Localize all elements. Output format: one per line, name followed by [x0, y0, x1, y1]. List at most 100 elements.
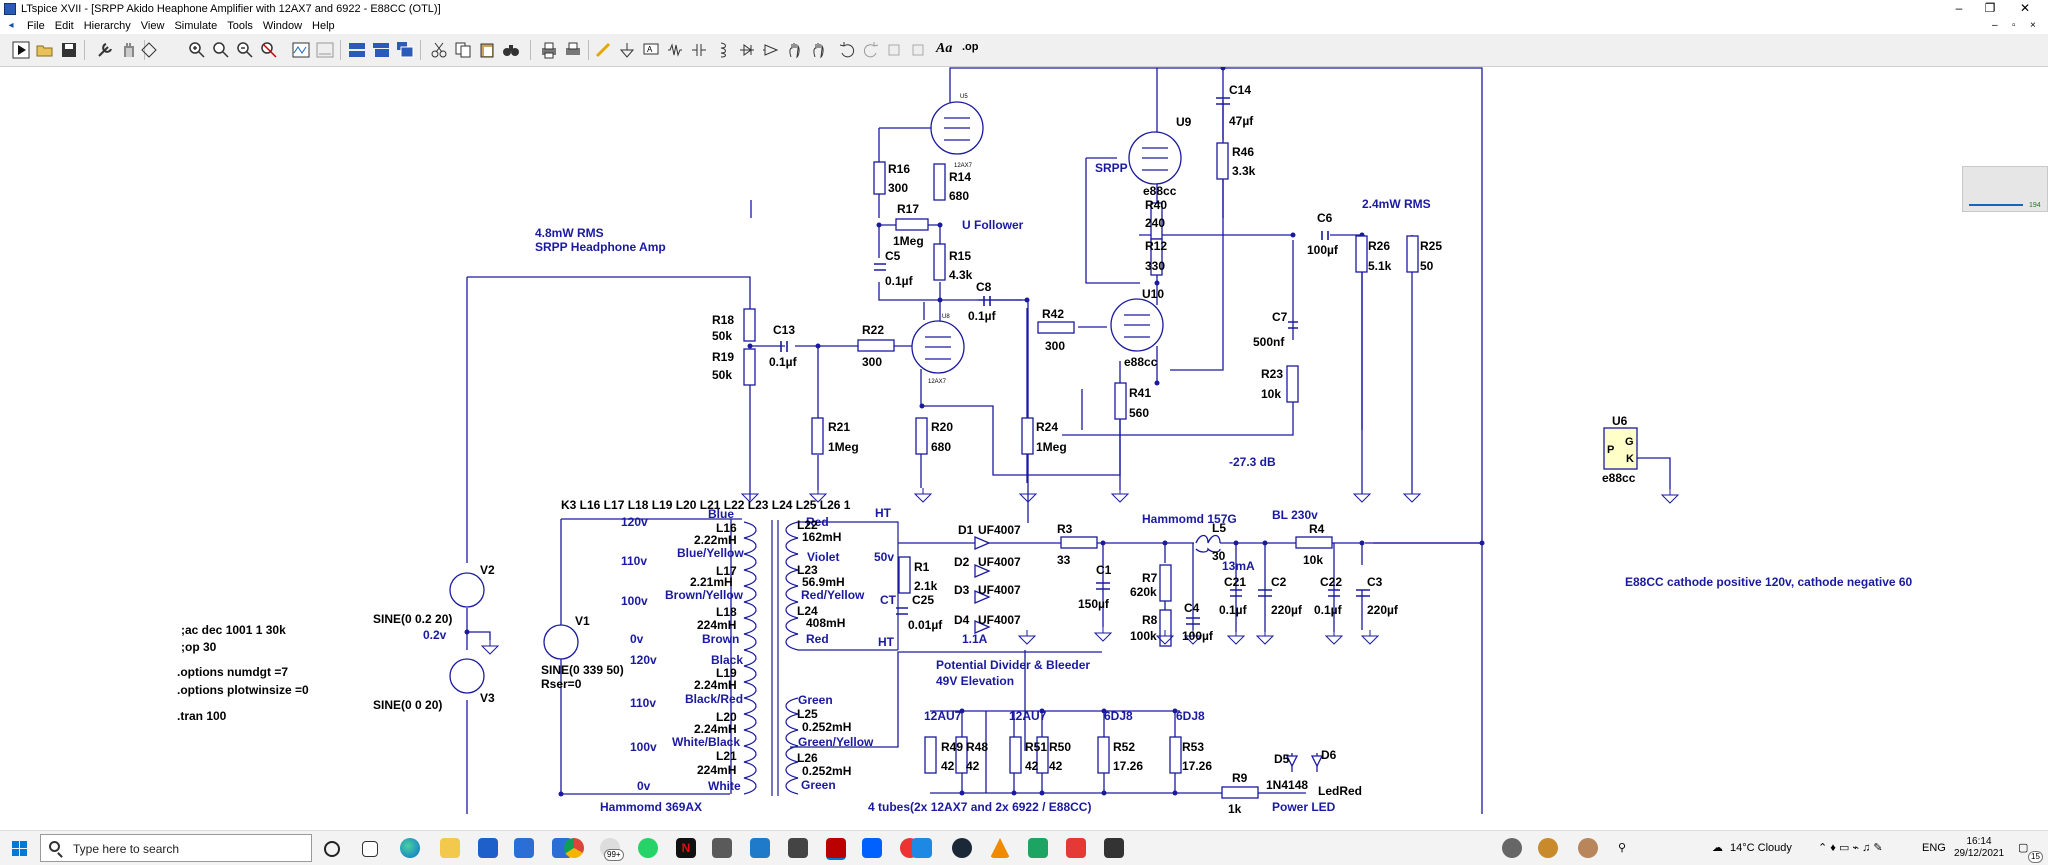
app-icon-7[interactable] — [912, 838, 932, 858]
find-icon[interactable] — [502, 41, 520, 59]
capacitor-icon[interactable] — [690, 41, 708, 59]
maximize-button[interactable]: ❐ — [1984, 1, 1996, 15]
waveform-thumbnail[interactable]: 194 — [1962, 166, 2048, 212]
wire-icon[interactable] — [594, 41, 612, 59]
language-indicator[interactable]: ENG — [1922, 842, 1946, 854]
save-icon[interactable] — [60, 41, 78, 59]
task-view-icon[interactable] — [362, 841, 378, 857]
zoom-out-icon[interactable] — [236, 41, 254, 59]
halt-icon[interactable] — [120, 41, 138, 59]
taskbar-search-input[interactable] — [71, 839, 305, 859]
tile-vertical-icon[interactable] — [372, 41, 390, 59]
weather-text[interactable]: 14°C Cloudy — [1730, 842, 1792, 854]
app-icon-5[interactable] — [788, 838, 808, 858]
chrome-icon[interactable] — [564, 838, 584, 858]
vlc-icon[interactable] — [990, 838, 1010, 858]
label-r52: R52 — [1113, 740, 1135, 754]
weather-icon[interactable]: ☁ — [1712, 842, 1723, 854]
menu-file[interactable]: File — [27, 19, 45, 32]
drag-icon[interactable] — [810, 41, 828, 59]
resistor-icon[interactable] — [666, 41, 684, 59]
open-icon[interactable] — [36, 41, 54, 59]
value-c6: 100µf — [1307, 243, 1339, 257]
autorange-icon[interactable] — [316, 41, 334, 59]
mdi-close-button[interactable]: × — [2030, 20, 2036, 31]
value-l25: 0.252mH — [802, 720, 851, 734]
tray-avatar-2[interactable] — [1538, 838, 1558, 858]
menu-hierarchy[interactable]: Hierarchy — [83, 19, 131, 32]
menu-window[interactable]: Window — [262, 19, 303, 32]
menu-tools[interactable]: Tools — [227, 19, 253, 32]
print-icon[interactable] — [540, 41, 558, 59]
component-icon[interactable] — [762, 41, 780, 59]
app-icon-10[interactable] — [1104, 838, 1124, 858]
run-icon[interactable] — [12, 41, 30, 59]
move-icon[interactable] — [786, 41, 804, 59]
app-icon-8[interactable] — [1028, 838, 1048, 858]
inductor-icon[interactable] — [714, 41, 732, 59]
netflix-icon[interactable]: N — [676, 838, 696, 858]
windows-start-icon[interactable] — [12, 841, 28, 857]
print-setup-icon[interactable] — [564, 41, 582, 59]
cut-icon[interactable] — [430, 41, 448, 59]
tray-icons[interactable]: ⌃ ♦ ▭ ⌁ ♫ ✎ — [1818, 842, 1883, 854]
mirror-icon[interactable] — [910, 41, 928, 59]
label-net-icon[interactable]: A — [642, 41, 660, 59]
file-explorer-icon[interactable] — [440, 838, 460, 858]
text-icon[interactable]: Aa — [936, 41, 953, 56]
tile-horizontal-icon[interactable] — [348, 41, 366, 59]
whatsapp-icon[interactable] — [638, 838, 658, 858]
ltspice-taskbar-icon[interactable] — [826, 838, 846, 860]
spice-directive-icon[interactable]: .op — [962, 41, 979, 53]
notification-icon[interactable]: ▢ — [2018, 842, 2029, 854]
copy-icon[interactable] — [454, 41, 472, 59]
app-icon-9[interactable] — [1066, 838, 1086, 858]
mdi-restore-button[interactable]: ▫ — [2012, 20, 2016, 31]
pan-icon[interactable] — [140, 41, 158, 59]
menu-view[interactable]: View — [140, 19, 165, 32]
document-icon[interactable]: ◂ — [8, 20, 14, 31]
schematic-canvas[interactable]: 4.8mW RMS SRPP Headphone Amp 2.4mW RMS U… — [0, 67, 2048, 814]
control-panel-icon[interactable] — [96, 41, 114, 59]
mdi-minimize-button[interactable]: – — [1992, 20, 1998, 31]
zoom-in-icon[interactable] — [188, 41, 206, 59]
dropbox-icon[interactable] — [862, 838, 882, 858]
cortana-icon[interactable] — [324, 841, 340, 857]
clock-time: 16:14 — [1966, 836, 1992, 847]
label-r19: R19 — [712, 350, 734, 364]
app-icon-2[interactable] — [514, 838, 534, 858]
ltspice-app-icon — [4, 2, 16, 15]
edge-icon[interactable] — [400, 838, 420, 858]
rotate-icon[interactable] — [886, 41, 904, 59]
label-l23: L23 — [797, 563, 818, 577]
zoom-fit-icon[interactable] — [212, 41, 230, 59]
value-r15: 4.3k — [949, 268, 973, 282]
menu-simulate[interactable]: Simulate — [174, 19, 218, 32]
u6-symbol[interactable] — [1603, 427, 1638, 470]
redo-icon[interactable] — [862, 41, 880, 59]
diode-icon[interactable] — [738, 41, 756, 59]
app-icon-1[interactable] — [478, 838, 498, 858]
waveform-icon[interactable] — [292, 41, 310, 59]
tray-avatar-1[interactable] — [1502, 838, 1522, 858]
ground-icon[interactable] — [618, 41, 636, 59]
calculator-icon[interactable] — [712, 838, 732, 858]
people-icon[interactable]: ⚲ — [1618, 842, 1627, 854]
value-r50: 42 — [1049, 759, 1063, 773]
taskbar-search[interactable] — [40, 834, 312, 862]
cascade-icon[interactable] — [396, 41, 414, 59]
value-l21: 224mH — [697, 763, 736, 777]
steam-icon[interactable] — [952, 838, 972, 858]
app-icon-4[interactable] — [750, 838, 770, 858]
zoom-cancel-icon[interactable] — [260, 41, 278, 59]
tray-avatar-3[interactable] — [1578, 838, 1598, 858]
close-button[interactable]: ✕ — [2019, 1, 2031, 15]
clock[interactable]: 16:14 29/12/2021 — [1953, 836, 2005, 860]
undo-icon[interactable] — [838, 41, 856, 59]
paste-icon[interactable] — [478, 41, 496, 59]
schematic-drawing[interactable]: 4.8mW RMS SRPP Headphone Amp 2.4mW RMS U… — [0, 67, 2048, 814]
minimize-button[interactable]: – — [1955, 1, 1963, 15]
value-l17: 2.21mH — [690, 575, 733, 589]
menu-help[interactable]: Help — [312, 19, 335, 32]
menu-edit[interactable]: Edit — [54, 19, 74, 32]
